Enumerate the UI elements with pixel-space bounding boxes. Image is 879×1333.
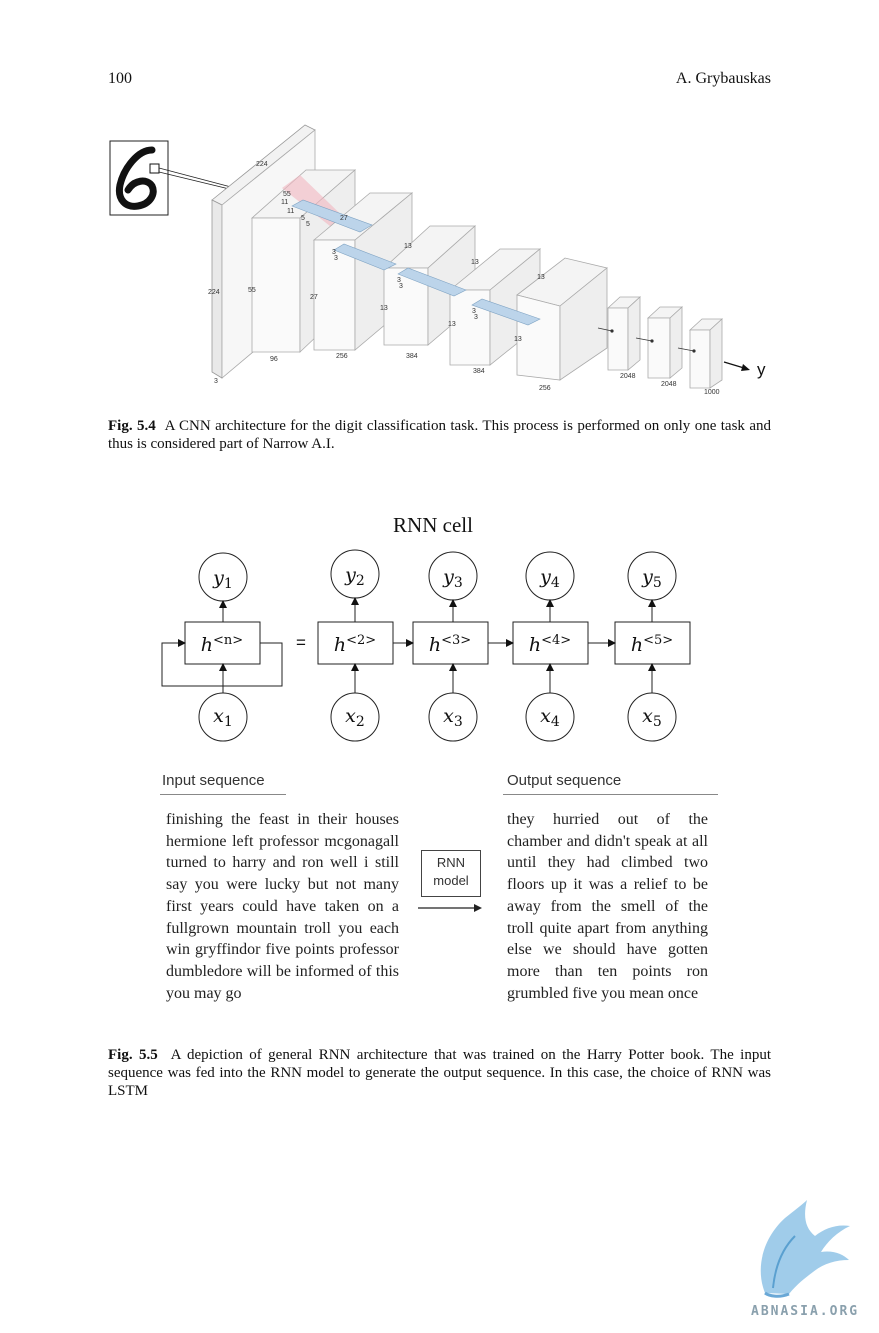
dim-label: 3 bbox=[397, 277, 401, 284]
hidden-state-h4: h<4> bbox=[529, 633, 571, 656]
dim-label: 11 bbox=[281, 199, 288, 206]
output-arrow bbox=[723, 361, 750, 371]
dim-label: 384 bbox=[406, 353, 418, 360]
dim-label: 13 bbox=[537, 274, 545, 281]
rnn-cell-figure: RNN cell = y1 y2 y3 y4 bbox=[161, 513, 691, 742]
node-y5: y5 bbox=[641, 566, 662, 591]
running-head-author: A. Grybauskas bbox=[675, 70, 771, 87]
figure-5-4-caption: Fig. 5.4 A CNN architecture for the digi… bbox=[108, 417, 771, 453]
figure-5-4-caption-text: A CNN architecture for the digit classif… bbox=[108, 418, 771, 452]
dim-label: 2048 bbox=[661, 381, 677, 388]
rnn-model-label-line2: model bbox=[433, 873, 469, 888]
dim-label: 224 bbox=[208, 289, 220, 296]
dim-label: 3 bbox=[472, 308, 476, 315]
cnn-dense-layer-1 bbox=[606, 296, 642, 371]
page-number: 100 bbox=[108, 70, 132, 87]
dim-label: 5 bbox=[306, 221, 310, 228]
equals-sign: = bbox=[296, 633, 306, 652]
dim-label: 256 bbox=[336, 353, 348, 360]
dim-label: 5 bbox=[301, 215, 305, 222]
kernel-markers bbox=[291, 199, 541, 326]
watermark-dragon-logo bbox=[760, 1200, 850, 1298]
node-y1: y1 bbox=[212, 567, 233, 592]
dim-label: 13 bbox=[514, 336, 522, 343]
cnn-dense-layer-2 bbox=[646, 306, 684, 379]
model-arrow bbox=[418, 904, 482, 912]
node-x1: x1 bbox=[213, 705, 233, 730]
dim-label: 13 bbox=[448, 321, 456, 328]
input-sequence-text: finishing the feast in their houses herm… bbox=[166, 811, 399, 1002]
hidden-state-h3: h<3> bbox=[429, 633, 471, 656]
input-sequence-label: Input sequence bbox=[162, 772, 265, 789]
rnn-model-box: RNN model bbox=[421, 850, 481, 897]
dim-label: 2048 bbox=[620, 373, 636, 380]
dim-label: 55 bbox=[248, 287, 256, 294]
cnn-conv-layer-4 bbox=[448, 248, 542, 366]
figure-5-5-caption: Fig. 5.5 A depiction of general RNN arch… bbox=[108, 1046, 771, 1100]
dim-label: 224 bbox=[256, 161, 268, 168]
dim-label: 3 bbox=[399, 283, 403, 290]
watermark-text: ABNASIA.ORG bbox=[751, 1304, 860, 1319]
dim-label: 256 bbox=[539, 385, 551, 392]
node-y3: y3 bbox=[442, 566, 463, 591]
dim-label: 27 bbox=[340, 215, 348, 222]
dim-label: 3 bbox=[474, 314, 478, 321]
cnn-output-layer bbox=[688, 318, 724, 389]
output-label-y: y bbox=[757, 360, 766, 379]
figure-5-5-caption-label: Fig. 5.5 bbox=[108, 1047, 158, 1063]
hidden-state-h2: h<2> bbox=[334, 633, 376, 656]
rnn-model-label-line1: RNN bbox=[436, 855, 466, 870]
dim-label: 3 bbox=[332, 249, 336, 256]
node-x5: x5 bbox=[642, 705, 662, 730]
rnn-unrolled-cells bbox=[317, 549, 691, 742]
figure-5-4-caption-label: Fig. 5.4 bbox=[108, 418, 156, 434]
rnn-recurrent-unit bbox=[161, 552, 283, 742]
digit-input-image bbox=[109, 140, 251, 216]
cnn-architecture-figure: y 224 224 3 55 11 11 55 5 5 27 27 96 3 3… bbox=[109, 124, 766, 396]
dim-label: 55 bbox=[283, 191, 291, 198]
output-sequence-label: Output sequence bbox=[507, 772, 622, 789]
dim-label: 384 bbox=[473, 368, 485, 375]
hidden-state-h5: h<5> bbox=[631, 633, 673, 656]
dim-label: 3 bbox=[334, 255, 338, 262]
dim-label: 3 bbox=[214, 378, 218, 385]
dim-label: 13 bbox=[380, 305, 388, 312]
output-sequence-text: they hurried out of the chamber and didn… bbox=[507, 811, 708, 1002]
dim-label: 27 bbox=[310, 294, 318, 301]
dim-label: 96 bbox=[270, 356, 278, 363]
node-y2: y2 bbox=[344, 564, 365, 589]
node-y4: y4 bbox=[539, 566, 560, 591]
node-x3: x3 bbox=[443, 705, 463, 730]
figure-5-5-caption-text: A depiction of general RNN architecture … bbox=[108, 1047, 771, 1099]
node-x4: x4 bbox=[540, 705, 560, 730]
dim-label: 1000 bbox=[704, 389, 720, 396]
dim-label: 11 bbox=[287, 208, 294, 215]
rnn-cell-title: RNN cell bbox=[393, 513, 473, 537]
input-label-underline bbox=[160, 794, 286, 795]
output-label-underline bbox=[503, 794, 718, 795]
dim-label: 13 bbox=[471, 259, 479, 266]
hidden-state-hn: h<n> bbox=[201, 633, 243, 656]
node-x2: x2 bbox=[345, 705, 365, 730]
dim-label: 13 bbox=[404, 243, 412, 250]
